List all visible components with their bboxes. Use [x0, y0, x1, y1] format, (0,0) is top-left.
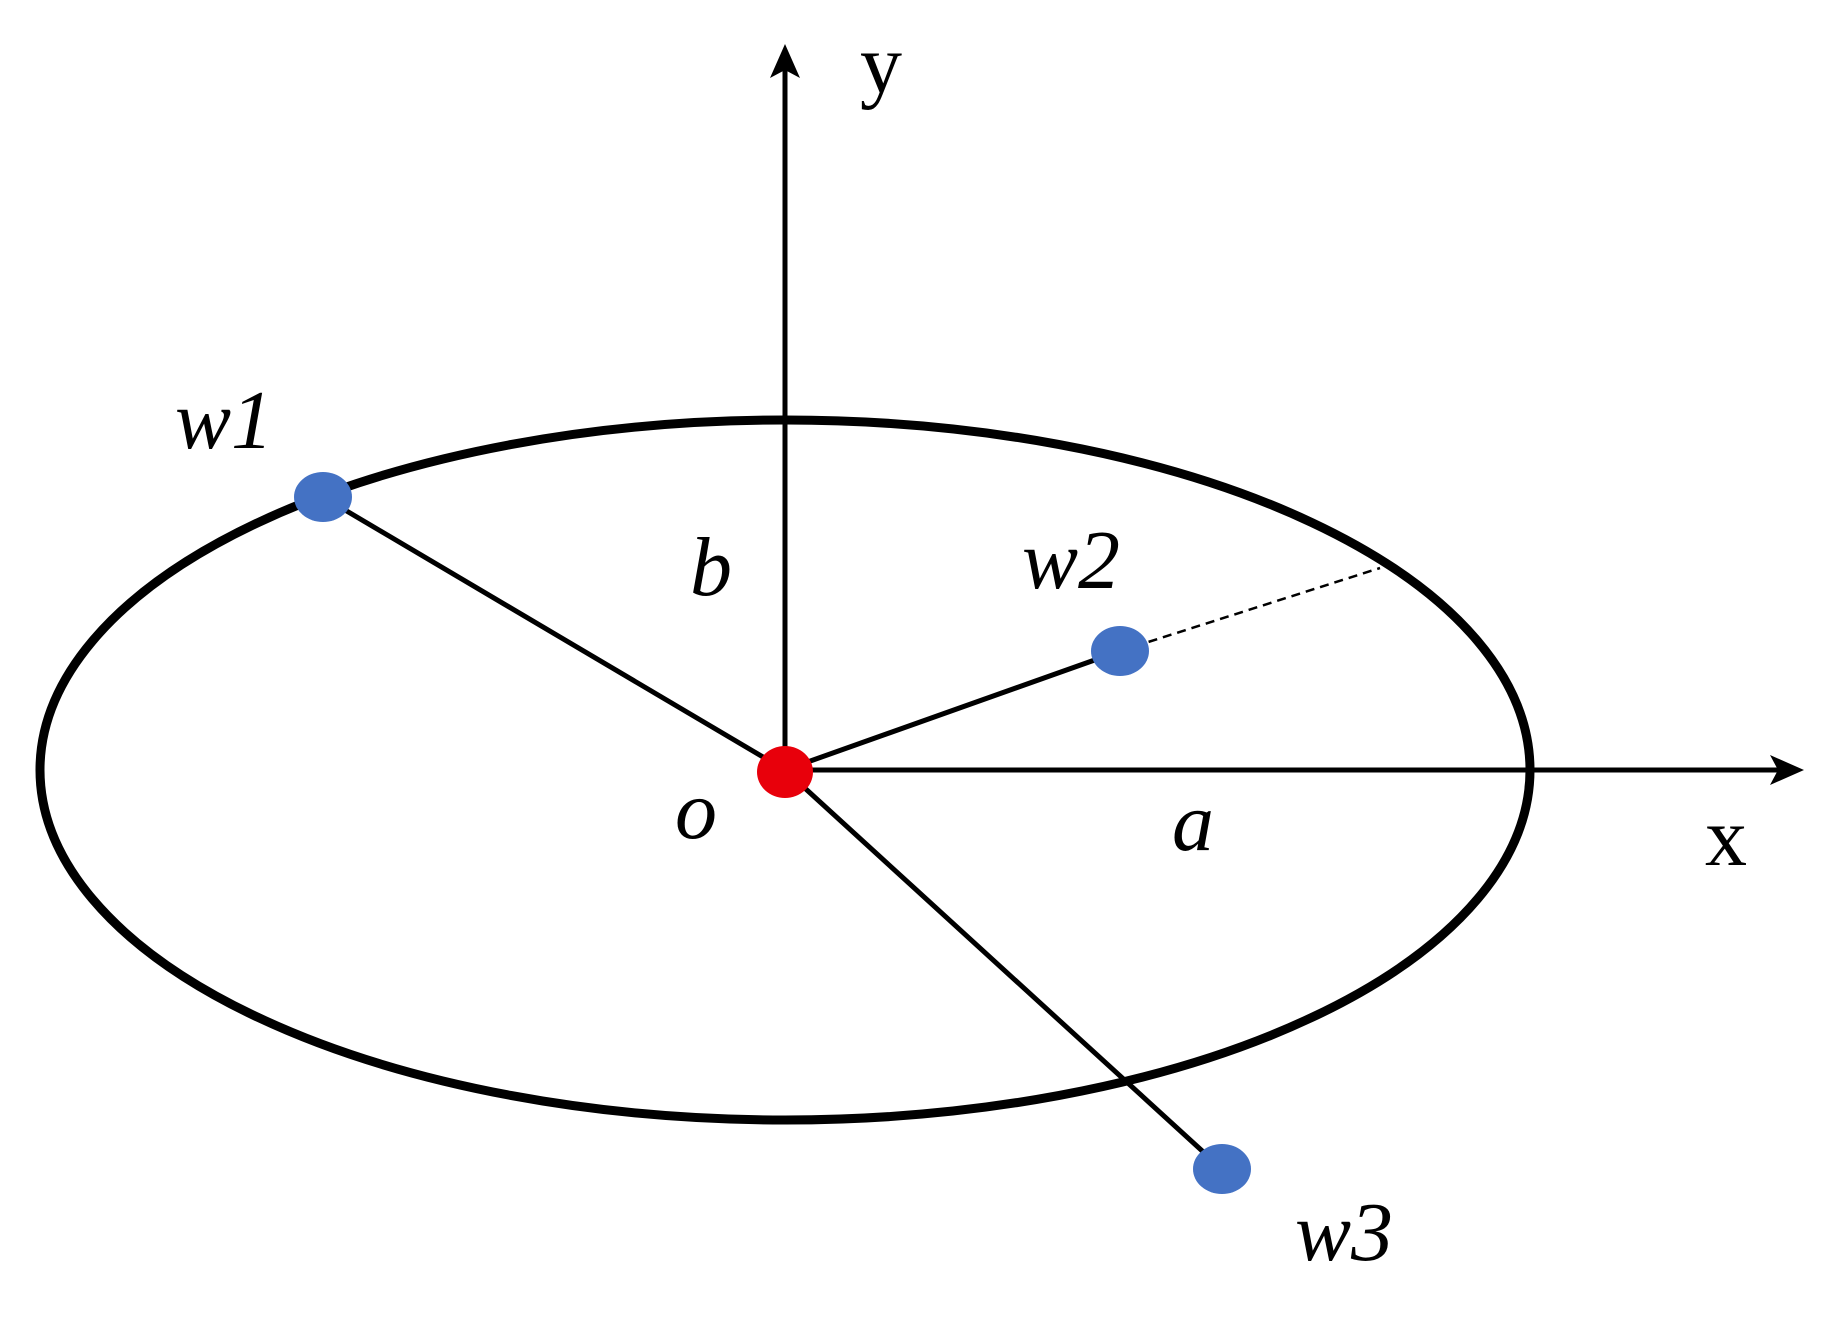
y-axis-label: y [860, 18, 902, 111]
origin-red-dot-icon [757, 746, 813, 798]
y-axis-arrow-icon [770, 44, 800, 78]
segment-o-w3 [783, 768, 1224, 1171]
segment-o-w2 [784, 648, 1121, 773]
w1-label: w1 [175, 374, 273, 467]
w3-label: w3 [1295, 1186, 1393, 1279]
origin-label: o [675, 764, 717, 857]
semi-major-label: a [1172, 776, 1214, 869]
w2-label: w2 [1022, 514, 1120, 607]
point-w3-blue-dot-icon [1193, 1144, 1251, 1194]
x-axis-arrow-icon [1770, 755, 1804, 785]
x-axis-label: x [1705, 791, 1747, 884]
segment-w2-extension-dashed [1119, 566, 1381, 653]
point-w2-blue-dot-icon [1091, 626, 1149, 676]
semi-minor-label: b [690, 521, 732, 614]
segment-o-w1 [321, 494, 787, 773]
point-w1-blue-dot-icon [294, 472, 352, 522]
